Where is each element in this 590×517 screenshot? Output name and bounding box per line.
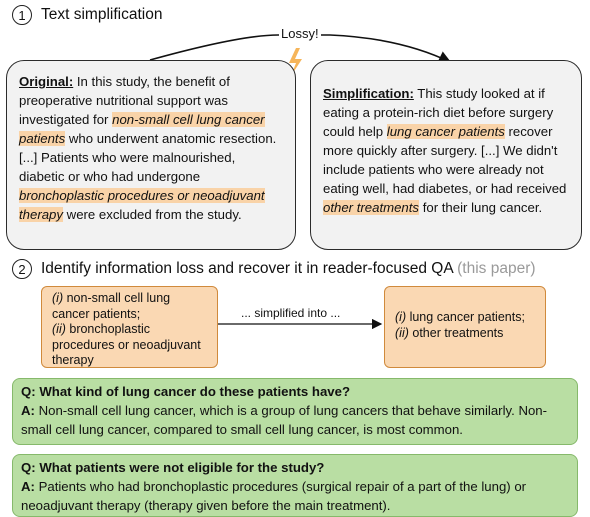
answer-text: Non-small cell lung cancer, which is a g… [21,403,548,437]
step-2-note: (this paper) [457,260,536,277]
original-term-1: non-small cell lung cancer patients; [52,291,171,321]
answer-label: A: [21,479,35,494]
simplified-into-label: ... simplified into ... [241,306,341,320]
original-text-2: who underwent anatomic resection. [...] … [19,131,277,184]
original-text-1: In this study, the benefit of preoperati… [19,74,230,127]
simplification-label: Simplification: [323,86,414,101]
original-label: Original: [19,74,74,89]
answer-label: A: [21,403,35,418]
term-marker-ii: (ii) [52,322,66,336]
simplification-text-3: for their lung cancer. [419,200,543,215]
answer: A: Patients who had bronchoplastic proce… [21,477,569,515]
simplified-term-2: other treatments [408,325,504,340]
step-2-number: 2 [12,259,32,279]
original-term-2: bronchoplastic procedures or neoadjuvant… [52,322,201,367]
simplification-panel: Simplification: This study looked at if … [310,60,582,250]
simplified-term-1: lung cancer patients; [406,310,525,324]
step-2-title: Identify information loss and recover it… [41,260,536,278]
term-marker-ii: (ii) [395,325,409,340]
answer-text: Patients who had bronchoplastic procedur… [21,479,527,513]
original-terms-box: (i) non-small cell lung cancer patients;… [41,286,218,368]
lightning-icon [289,48,302,76]
term-marker-i: (i) [52,291,64,305]
question-text: Q: What patients were not eligible for t… [21,460,325,475]
original-panel: Original: In this study, the benefit of … [6,60,296,250]
simplification-highlight-1: lung cancer patients [386,124,505,139]
qa-item: Q: What patients were not eligible for t… [12,454,578,517]
lossy-label: Lossy! [279,26,321,41]
step-1-title: Text simplification [41,6,163,23]
step-2-title-text: Identify information loss and recover it… [41,260,453,277]
simplified-terms-box: (i) lung cancer patients;(ii) other trea… [384,286,546,368]
simplification-text-1: This study looked at if eating a protein… [323,86,554,139]
term-marker-i: (i) [395,310,407,324]
simplification-highlight-2: other treatments [323,200,420,215]
step-1-number: 1 [12,5,32,25]
qa-item: Q: What kind of lung cancer do these pat… [12,378,578,445]
answer: A: Non-small cell lung cancer, which is … [21,401,569,439]
original-text-3: were excluded from the study. [63,207,242,222]
simplification-text-2: recover more quickly after surgery. [...… [323,124,567,196]
question-text: Q: What kind of lung cancer do these pat… [21,384,350,399]
